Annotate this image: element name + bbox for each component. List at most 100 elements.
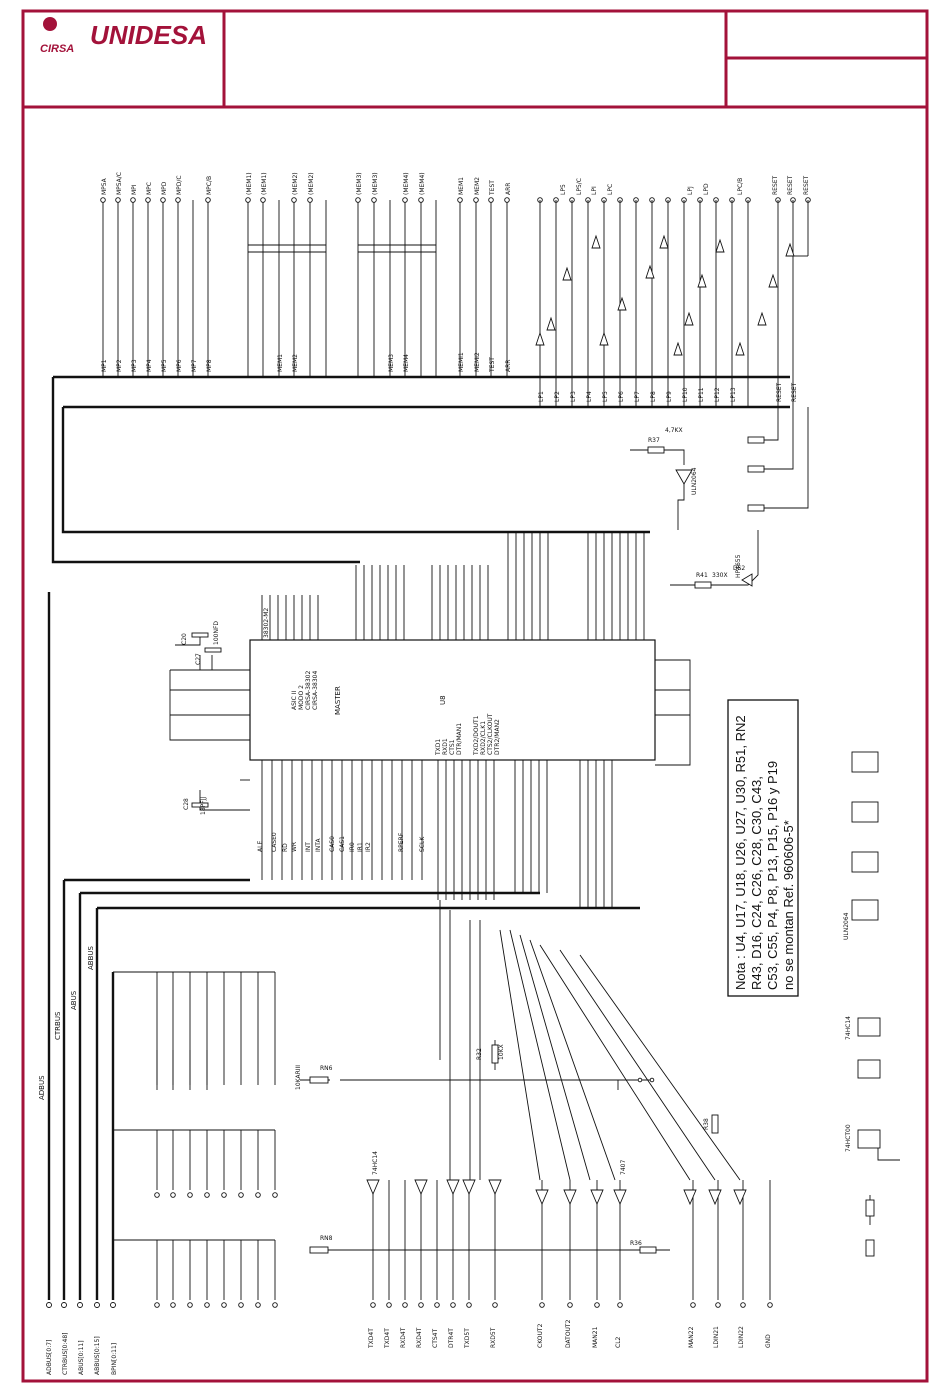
wire <box>199 790 250 811</box>
port-label: LDIN22 <box>738 1326 745 1348</box>
net-label: LP2 <box>554 391 561 402</box>
chip-ref: U8 <box>439 695 447 705</box>
pin-label: IR0 <box>349 842 356 852</box>
addr-terminal <box>272 1192 278 1198</box>
net-label: MPI <box>131 184 138 195</box>
mp-labels: MP1 MP2 MP3 MP4 MP5 MP6 MP7 MP8 MEM1 MEM… <box>101 352 512 373</box>
net-label: MP5 <box>161 359 168 372</box>
port-label: CTS4T <box>432 1329 439 1348</box>
chip-part: 38302-M2 <box>263 608 270 638</box>
addr-wire <box>156 1050 208 1090</box>
power-legend: ULN2064 74HC14 74HCT00 <box>843 751 900 1257</box>
addr-terminal <box>221 1192 227 1198</box>
net-label: (MEM2) <box>292 172 299 195</box>
pin-label: WR <box>291 842 298 852</box>
connector-terminal <box>130 197 136 203</box>
component-value: 330X <box>712 572 728 579</box>
net-label: TEST <box>489 357 496 373</box>
reset-resistors <box>630 407 809 589</box>
connector-terminal <box>402 197 408 203</box>
component-ref: RN8 <box>320 1235 333 1242</box>
component-ref: R36 <box>630 1240 642 1247</box>
addr-terminal <box>204 1192 210 1198</box>
resistor-rn8 <box>747 465 765 473</box>
addr-terminal <box>255 1192 261 1198</box>
port-terminal <box>94 1302 100 1308</box>
connector-terminal <box>175 197 181 203</box>
connector-terminal <box>291 197 297 203</box>
uln-gate <box>546 316 556 331</box>
addr-terminal <box>170 1302 176 1308</box>
pin-label: IR1 <box>357 842 364 852</box>
led-ds2 <box>741 573 753 587</box>
bus-port: BPIN[0:11] <box>111 1343 118 1375</box>
mp-return-bus <box>51 377 360 564</box>
net-label: MPD <box>161 181 168 195</box>
inverter-gate <box>462 1179 476 1196</box>
legend-chip <box>851 751 879 773</box>
addr-terminal <box>272 1302 278 1308</box>
net-label: MPC/B <box>206 176 213 195</box>
decoupling-caps <box>169 632 250 811</box>
pin-label: CTS2/CLKOUT <box>487 713 494 755</box>
component-ref: DS2 <box>733 565 745 572</box>
connector-terminal <box>145 197 151 203</box>
pin-label: INT <box>305 842 312 852</box>
addr-terminal <box>221 1302 227 1308</box>
connector-terminal <box>160 197 166 203</box>
component-value: 10KARIII <box>295 1065 302 1090</box>
net-label: MP7 <box>191 359 198 372</box>
net-label: LP1 <box>538 391 545 402</box>
net-label: (MEM4) <box>403 172 410 195</box>
pin-label: TXD1 <box>435 739 442 756</box>
net-label: ARR <box>505 360 512 372</box>
io-terminal <box>492 1302 498 1308</box>
net-label: (MEM3) <box>372 172 379 195</box>
brand-primary: UNIDESA <box>90 20 207 50</box>
serial-io-section <box>300 900 773 1308</box>
resistor-rn8 <box>747 504 765 512</box>
component-value: 7407 <box>620 1160 627 1175</box>
component-ref: R32 <box>476 1048 483 1060</box>
component-value: ULN2064 <box>691 467 698 495</box>
io-terminal <box>567 1302 573 1308</box>
mp-wires <box>102 200 209 377</box>
uln-gate <box>535 331 545 346</box>
bus-port: CTRBUS[0:48] <box>62 1333 69 1376</box>
inverter-gate <box>488 1179 502 1196</box>
bus-port: ADBUS[0:7] <box>46 1340 53 1375</box>
addr-terminal <box>238 1302 244 1308</box>
connector-terminal <box>100 197 106 203</box>
wire <box>664 449 685 465</box>
resistor-r36 <box>639 1246 657 1254</box>
port-label: CKOUT2 <box>537 1323 544 1348</box>
junction <box>649 1077 655 1083</box>
pin-label: ALE <box>257 841 264 852</box>
bus-label: ABBUS <box>87 945 95 970</box>
inverter-gate <box>683 1189 697 1206</box>
wire <box>677 484 685 530</box>
net-label: LP4 <box>586 391 593 402</box>
connector-terminal <box>504 197 510 203</box>
net-label: MP5A <box>101 177 108 195</box>
legend-chip <box>851 899 879 921</box>
test-wires <box>459 200 508 377</box>
connector-terminal <box>205 197 211 203</box>
inverter-gate <box>446 1179 460 1196</box>
lp-driver-section <box>535 200 809 407</box>
abus-line <box>78 891 540 1300</box>
inverter-gate <box>733 1189 747 1206</box>
component-ref: R41 <box>696 572 708 579</box>
connector-terminal <box>260 197 266 203</box>
net-label: LPC/B <box>737 178 744 195</box>
capacitor-c27 <box>204 647 222 653</box>
port-label: RXD5T <box>490 1327 497 1348</box>
note-line: R43, D16, C24, C26, C28, C30, C43, <box>749 776 764 990</box>
net-label: RESET <box>791 382 798 402</box>
net-label: RESET <box>772 175 779 195</box>
net-label: MP2 <box>116 359 123 372</box>
net-label: LP5 <box>602 391 609 402</box>
net-label: LPJ <box>687 186 694 195</box>
component-value: 18PFJJ <box>200 797 207 815</box>
